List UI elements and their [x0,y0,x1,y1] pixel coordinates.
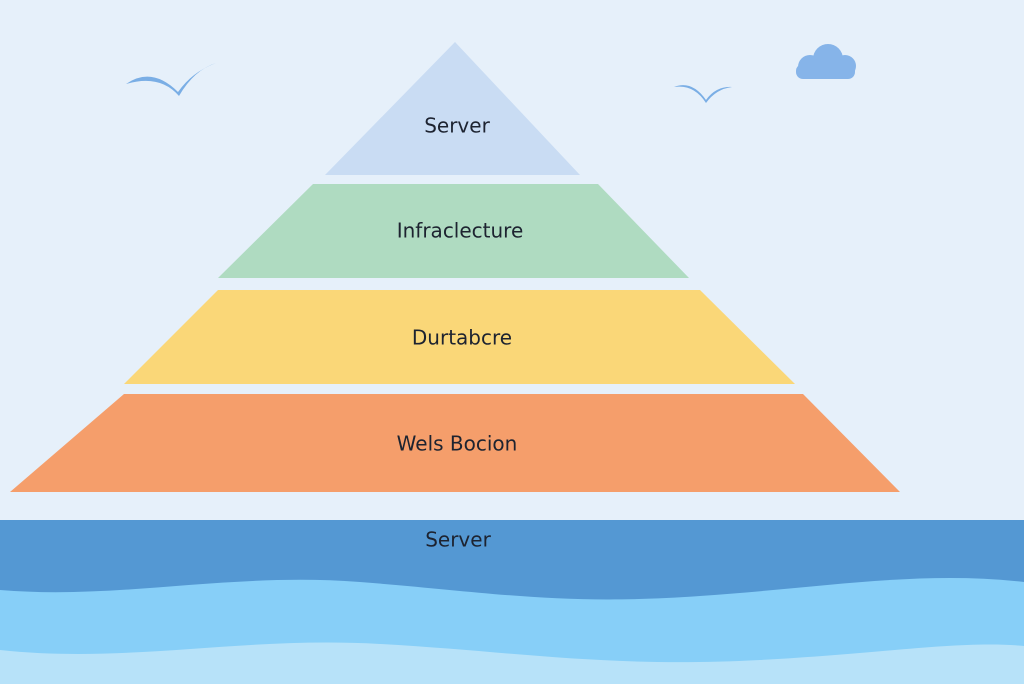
layer-1-label: Server [424,114,490,138]
cloud-icon [796,44,856,79]
pyramid-layer-4 [10,394,900,492]
layer-2-label: Infraclecture [397,219,524,243]
bird-icon [126,63,216,96]
pyramid-layer-2 [218,184,689,278]
pyramid-layer-1 [325,42,580,175]
layer-3-label: Durtabcre [412,326,512,350]
layer-4-label: Wels Bocion [397,432,518,456]
base-wave-light [0,642,1024,684]
base-label: Server [425,528,491,552]
pyramid-layer-3 [124,290,795,384]
